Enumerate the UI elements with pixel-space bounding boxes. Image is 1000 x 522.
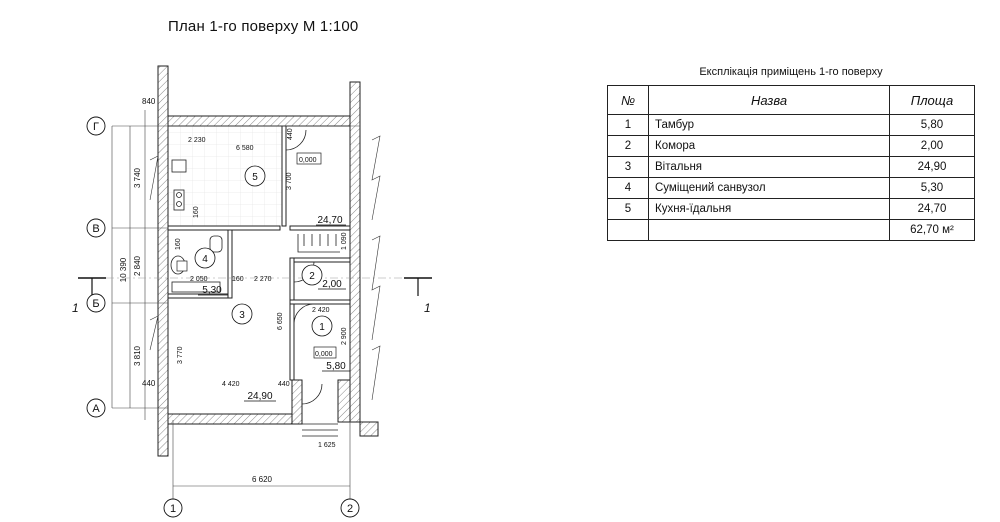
total-number <box>607 219 649 241</box>
room-number-1: 1 <box>319 322 325 333</box>
table-row: 1 Тамбур 5,80 <box>607 114 975 136</box>
table-row: 4 Суміщений санвузол 5,30 <box>607 177 975 199</box>
section-line <box>78 277 432 296</box>
axis-label-a: А <box>92 403 100 415</box>
row-area: 2,00 <box>889 135 975 157</box>
dim-internal: 2 420 <box>312 307 330 314</box>
row-area: 24,90 <box>889 156 975 178</box>
total-area: 62,70 м² <box>889 219 975 241</box>
room-number-4: 4 <box>202 254 208 265</box>
row-name: Тамбур <box>648 114 890 136</box>
dim-internal: 6 580 <box>236 145 254 152</box>
room-number-2: 2 <box>309 271 315 282</box>
level-mark: 0,000 <box>315 351 333 358</box>
dim-seg-3: 3 810 <box>133 345 142 366</box>
row-name: Вітальня <box>648 156 890 178</box>
interior-walls <box>167 125 351 381</box>
row-area: 5,80 <box>889 114 975 136</box>
level-mark: 0,000 <box>299 157 317 164</box>
dim-internal: 2 230 <box>188 137 206 144</box>
dim-seg-1: 3 740 <box>133 167 142 188</box>
axis-label-2: 2 <box>347 503 353 515</box>
row-number: 5 <box>607 198 649 220</box>
row-number: 1 <box>607 114 649 136</box>
row-name: Кухня-їдальня <box>648 198 890 220</box>
dim-bottom: 6 620 <box>252 475 273 484</box>
room-area-4: 5,30 <box>202 285 222 296</box>
table-total-row: 62,70 м² <box>607 219 975 241</box>
table-row: 5 Кухня-їдальня 24,70 <box>607 198 975 220</box>
dim-internal: 440 <box>278 381 290 388</box>
dim-internal: 2 900 <box>341 327 348 345</box>
row-number: 2 <box>607 135 649 157</box>
dim-internal: 3 770 <box>177 346 184 364</box>
table-header-row: № Назва Площа <box>607 85 975 115</box>
floor-plan-drawing: 1 1 Г В Б А 1 2 10 390 3 740 2 840 3 810… <box>72 65 432 518</box>
dim-internal: 440 <box>287 128 294 140</box>
explication-caption: Експлікація приміщень 1-го поверху <box>699 66 883 78</box>
total-name <box>648 219 890 241</box>
axis-lines <box>111 110 360 500</box>
axis-label-g: Г <box>93 121 99 133</box>
break-lines <box>149 135 381 401</box>
dim-seg-2: 2 840 <box>133 255 142 276</box>
exterior-walls <box>157 65 379 457</box>
section-mark-right: 1 <box>424 301 431 315</box>
room-area-5: 24,70 <box>317 215 342 226</box>
row-number: 4 <box>607 177 649 199</box>
explication-panel: Експлікація приміщень 1-го поверху № Наз… <box>607 66 975 241</box>
axis-label-1: 1 <box>170 503 176 515</box>
dim-internal: 160 <box>193 206 200 218</box>
header-area: Площа <box>889 85 975 115</box>
dim-internal: 6 650 <box>277 312 284 330</box>
row-name: Суміщений санвузол <box>648 177 890 199</box>
dim-internal: 160 <box>175 238 182 250</box>
dim-internal: 3 700 <box>286 172 293 190</box>
axis-bubbles <box>86 116 360 518</box>
room-area-1: 5,80 <box>326 361 346 372</box>
section-mark-left: 1 <box>72 301 79 315</box>
room-number-3: 3 <box>239 310 245 321</box>
row-name: Комора <box>648 135 890 157</box>
dim-bottom-offset: 440 <box>142 379 156 388</box>
axis-label-b: Б <box>92 298 99 310</box>
dim-internal: 4 420 <box>222 381 240 388</box>
dim-total: 10 390 <box>119 257 128 282</box>
dim-internal: 2 270 <box>254 276 272 283</box>
dim-top-offset: 840 <box>142 97 156 106</box>
row-number: 3 <box>607 156 649 178</box>
table-row: 2 Комора 2,00 <box>607 135 975 157</box>
header-number: № <box>607 85 649 115</box>
row-area: 5,30 <box>889 177 975 199</box>
page-title: План 1-го поверху М 1:100 <box>168 18 359 35</box>
axis-label-v: В <box>92 223 99 235</box>
room-area-3: 24,90 <box>247 391 272 402</box>
table-row: 3 Вітальня 24,90 <box>607 156 975 178</box>
dim-internal: 1 090 <box>341 232 348 250</box>
room-area-2: 2,00 <box>322 279 342 290</box>
stairs <box>297 234 340 437</box>
kitchen-floor-tiles <box>168 126 286 226</box>
header-name: Назва <box>648 85 890 115</box>
room-number-5: 5 <box>252 172 258 183</box>
dim-internal: 160 <box>232 276 244 283</box>
explication-table: № Назва Площа 1 Тамбур 5,80 2 Комора 2,0… <box>607 85 975 241</box>
row-area: 24,70 <box>889 198 975 220</box>
dim-internal: 1 625 <box>318 442 336 449</box>
dim-internal: 2 050 <box>190 276 208 283</box>
